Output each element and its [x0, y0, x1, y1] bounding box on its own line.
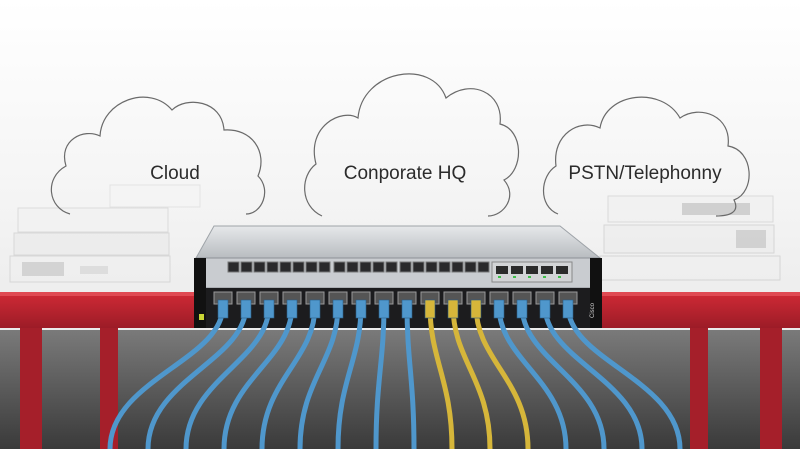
cable-connector [516, 299, 528, 319]
blue-network-cable [335, 303, 364, 449]
blue-network-cable [565, 303, 683, 449]
combo-port [526, 266, 538, 274]
cloud-outline-pstn [543, 96, 750, 217]
ethernet-port [279, 261, 292, 273]
ethernet-port [333, 261, 346, 273]
background-equipment-right [599, 195, 781, 281]
cable-connector [562, 299, 574, 319]
ethernet-port [438, 261, 451, 273]
blue-network-cable [221, 303, 295, 449]
status-led [558, 276, 561, 278]
ethernet-port [477, 261, 490, 273]
cable-connector [493, 299, 505, 319]
ethernet-port [359, 261, 372, 273]
cloud-label-pstn: PSTN/Telephonny [568, 163, 722, 184]
cloud-label-corporate-hq: Conporate HQ [343, 163, 467, 184]
cable-connector [240, 299, 252, 319]
cloud-label-cloud: Cloud [150, 163, 200, 184]
ethernet-port [253, 261, 266, 273]
combo-port [496, 266, 508, 274]
blue-network-cable [107, 303, 226, 449]
status-led [543, 276, 546, 278]
blue-network-cable [145, 303, 249, 449]
floor [0, 330, 800, 449]
ethernet-port [464, 261, 477, 273]
ethernet-port [346, 261, 359, 273]
cable-connector [470, 299, 482, 319]
device-side-label: Cisco [590, 302, 596, 318]
cable-connector [424, 299, 436, 319]
cable-connector [263, 299, 275, 319]
ethernet-port [318, 261, 331, 273]
yellow-network-cable [450, 303, 493, 449]
blue-network-cable [542, 303, 645, 449]
ethernet-port [412, 261, 425, 273]
blue-network-cable [496, 303, 569, 449]
ethernet-port [305, 261, 318, 273]
ethernet-port [425, 261, 438, 273]
blue-network-cable [259, 303, 318, 449]
background-equipment-left [9, 184, 201, 283]
cable-connector [539, 299, 551, 319]
ethernet-port [451, 261, 464, 273]
ethernet-port [240, 261, 253, 273]
blue-network-cable [519, 303, 607, 449]
ethernet-port [372, 261, 385, 273]
cable-connector [217, 299, 229, 319]
status-led [498, 276, 501, 278]
cable-connector [332, 299, 344, 319]
status-led [528, 276, 531, 278]
blue-network-cable [183, 303, 272, 449]
cable-connector [355, 299, 367, 319]
cloud-outline-cloud [50, 96, 266, 215]
yellow-network-cable [473, 303, 531, 449]
blue-network-cable [297, 303, 341, 449]
status-led [513, 276, 516, 278]
ethernet-port [385, 261, 398, 273]
ethernet-port-group [227, 261, 573, 283]
combo-port [556, 266, 568, 274]
ethernet-port [227, 261, 240, 273]
combo-port [541, 266, 553, 274]
cable-connector [401, 299, 413, 319]
cable-connector [378, 299, 390, 319]
ethernet-port [399, 261, 412, 273]
yellow-network-cable [427, 303, 455, 449]
cloud-outline-corporate-hq [304, 73, 520, 217]
combo-port [511, 266, 523, 274]
cable-connector [286, 299, 298, 319]
cable-bundle [107, 299, 683, 449]
blue-network-cable [404, 303, 417, 449]
cable-connector [447, 299, 459, 319]
cable-connector [309, 299, 321, 319]
ethernet-port [292, 261, 305, 273]
blue-network-cable [373, 303, 387, 449]
ethernet-port [266, 261, 279, 273]
